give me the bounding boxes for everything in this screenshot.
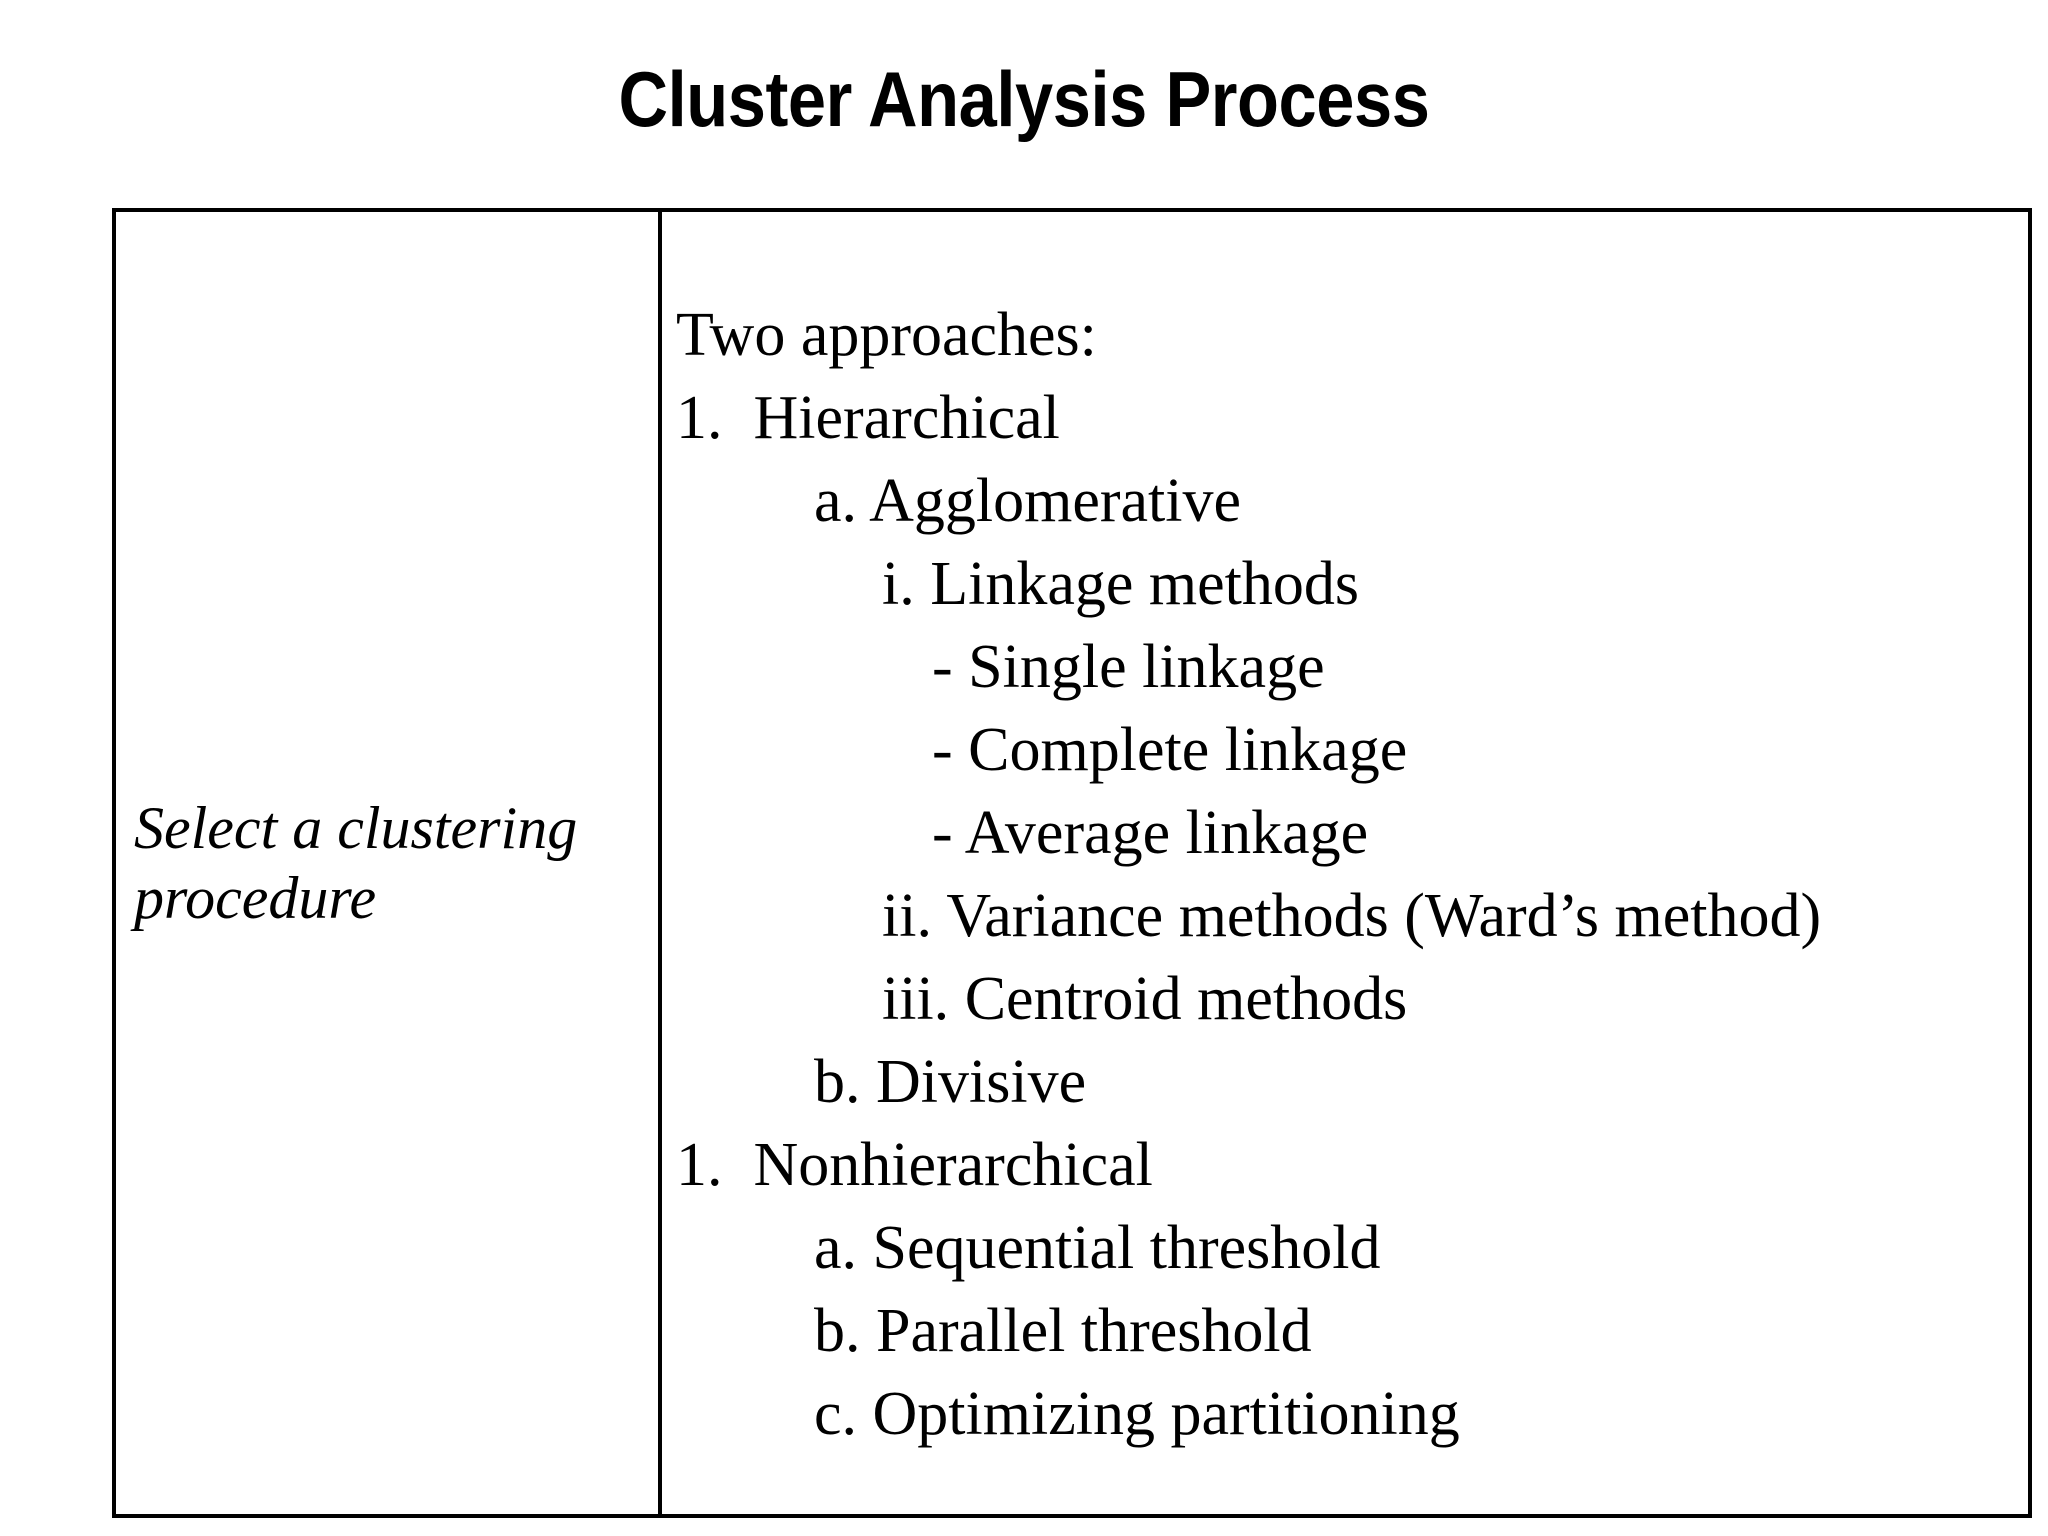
list-marker: -	[932, 633, 953, 701]
list-marker: b.	[814, 1048, 861, 1116]
list-marker: ii.	[882, 882, 932, 950]
detail-line-text: Nonhierarchical	[753, 1131, 1153, 1199]
detail-line-text: Hierarchical	[753, 384, 1060, 452]
detail-line: b. Divisive	[676, 1041, 2028, 1124]
list-marker: a.	[814, 467, 858, 535]
detail-line-text: Variance methods (Ward’s method)	[946, 882, 1822, 950]
detail-line-text: Average linkage	[964, 799, 1369, 867]
detail-line: - Complete linkage	[676, 709, 2028, 792]
list-marker: i.	[882, 550, 915, 618]
detail-line-text: Linkage methods	[930, 550, 1359, 618]
list-marker: a.	[814, 1214, 858, 1282]
detail-line: i. Linkage methods	[676, 543, 2028, 626]
detail-line: iii. Centroid methods	[676, 958, 2028, 1041]
detail-line: - Single linkage	[676, 626, 2028, 709]
detail-line-text: Single linkage	[968, 633, 1325, 701]
table-cell-step: Select a clustering procedure	[116, 212, 662, 1514]
detail-line: a. Agglomerative	[676, 460, 2028, 543]
detail-line-text: Agglomerative	[869, 467, 1242, 535]
detail-line: ii. Variance methods (Ward’s method)	[676, 875, 2028, 958]
step-label: Select a clustering procedure	[134, 794, 578, 931]
detail-line-text: Optimizing partitioning	[872, 1380, 1460, 1448]
detail-line: 1. Hierarchical	[676, 377, 2028, 460]
list-marker: -	[932, 799, 953, 867]
list-marker: 1.	[676, 1131, 723, 1199]
cluster-analysis-table: Select a clustering procedure Two approa…	[112, 208, 2032, 1518]
list-marker: b.	[814, 1297, 861, 1365]
detail-line: - Average linkage	[676, 792, 2028, 875]
detail-line: Two approaches:	[676, 294, 2028, 377]
detail-line-text: Two approaches:	[676, 301, 1097, 369]
detail-line: b. Parallel threshold	[676, 1290, 2028, 1373]
list-marker: c.	[814, 1380, 858, 1448]
detail-line-text: Divisive	[876, 1048, 1087, 1116]
list-marker: -	[932, 716, 953, 784]
detail-line: a. Sequential threshold	[676, 1207, 2028, 1290]
detail-line: c. Optimizing partitioning	[676, 1373, 2028, 1456]
list-marker: 1.	[676, 384, 723, 452]
detail-line: 1. Nonhierarchical	[676, 1124, 2028, 1207]
detail-line-text: Sequential threshold	[872, 1214, 1381, 1282]
detail-line-text: Centroid methods	[964, 965, 1408, 1033]
detail-line-text: Complete linkage	[968, 716, 1408, 784]
page-title: Cluster Analysis Process	[618, 55, 1430, 143]
detail-line-text: Parallel threshold	[876, 1297, 1312, 1365]
list-marker: iii.	[882, 965, 950, 1033]
